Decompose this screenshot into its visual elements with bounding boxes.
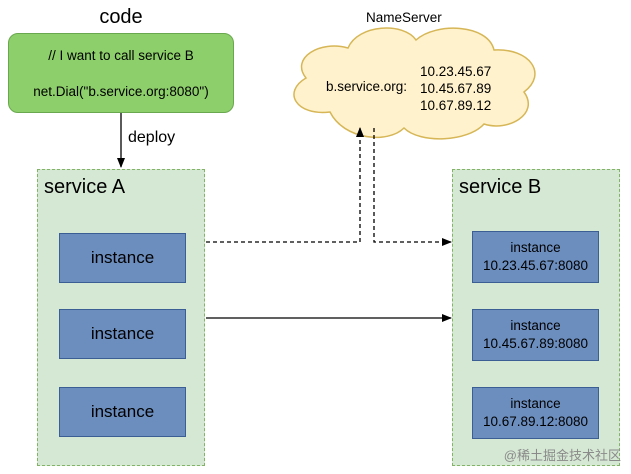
nameserver-cloud	[293, 27, 536, 140]
resolve-arrow	[373, 128, 452, 246]
nameserver-ip-2: 10.45.67.89	[420, 81, 492, 96]
nameserver-title: NameServer	[366, 10, 442, 25]
service-a-instance-2: instance	[59, 309, 186, 359]
service-b-label: service B	[459, 176, 542, 198]
nameserver-ip-3: 10.67.89.12	[420, 98, 492, 113]
service-b-instance-2-addr: 10.45.67.89:8080	[482, 336, 589, 351]
service-a-instance-3: instance	[59, 387, 186, 437]
service-a-container: service A instance instance instance	[37, 169, 205, 466]
nameserver-domain: b.service.org:	[326, 79, 408, 94]
service-b-instance-3-addr: 10.67.89.12:8080	[482, 414, 589, 429]
service-a-label: service A	[44, 176, 126, 198]
service-b-instance-2-name: instance	[510, 318, 561, 333]
code-box: // I want to call service B net.Dial("b.…	[8, 33, 234, 113]
service-b-instance-1-addr: 10.23.45.67:8080	[482, 258, 589, 273]
service-b-instance-3-name: instance	[510, 396, 561, 411]
watermark: @稀土掘金技术社区	[503, 448, 621, 463]
service-b-instance-2: instance 10.45.67.89:8080	[472, 309, 599, 361]
code-comment: // I want to call service B	[48, 48, 194, 63]
service-b-instance-1-name: instance	[510, 240, 561, 255]
code-title: code	[99, 6, 143, 28]
service-b-instance-3: instance 10.67.89.12:8080	[472, 387, 599, 439]
code-call: net.Dial("b.service.org:8080")	[33, 84, 209, 99]
lookup-arrow	[206, 127, 364, 243]
service-a-instance-1: instance	[59, 233, 186, 283]
service-b-container: service B instance 10.23.45.67:8080 inst…	[452, 169, 620, 466]
deploy-label: deploy	[128, 129, 176, 146]
service-b-instance-1: instance 10.23.45.67:8080	[472, 231, 599, 283]
nameserver-ip-1: 10.23.45.67	[420, 64, 492, 79]
